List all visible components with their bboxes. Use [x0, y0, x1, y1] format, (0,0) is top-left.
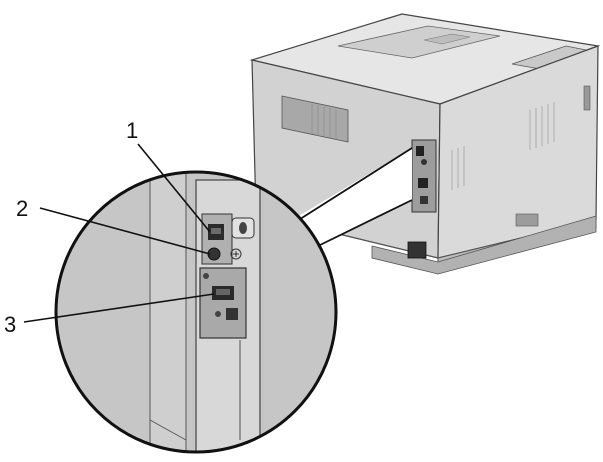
magnified-interface-panel — [199, 267, 247, 339]
zoom-wedge — [282, 147, 413, 248]
printer-base — [371, 215, 597, 275]
panel-screw-top — [203, 273, 209, 279]
power-inlet — [407, 241, 427, 259]
printer-body — [249, 13, 601, 275]
panel-screw-bottom — [215, 311, 221, 317]
rear-ethernet-port-small — [418, 178, 428, 188]
output-tray — [337, 25, 501, 59]
ground-symbol-icon — [230, 248, 242, 260]
rear-usb-port-small — [416, 146, 424, 156]
side-vent-lower — [451, 146, 465, 190]
callout-number-1: 1 — [126, 118, 138, 143]
output-tray-extension — [423, 33, 471, 45]
zoom-wedge-edge-upper — [285, 147, 413, 229]
security-slot — [239, 222, 247, 234]
callout-number-3: 3 — [4, 312, 16, 337]
side-handle — [583, 85, 591, 111]
callout-line-3 — [23, 293, 215, 323]
magnified-circle-outline — [54, 170, 338, 454]
callout-line-2 — [39, 207, 211, 255]
rear-vent-grille — [311, 104, 337, 140]
rear-round-port-small — [421, 159, 427, 165]
callouts: 1 2 3 — [4, 118, 215, 337]
rear-slot-small — [420, 196, 428, 204]
zoom-wedge-fill — [282, 148, 412, 248]
magnified-view — [54, 170, 338, 454]
magnified-cover-edge — [149, 172, 187, 452]
side-vent — [529, 102, 555, 150]
panel-square-port — [226, 308, 238, 320]
rear-cover-handle — [281, 95, 349, 143]
callout-number-2: 2 — [16, 196, 28, 221]
callout-line-1 — [137, 143, 211, 233]
printer-foot — [515, 213, 539, 227]
zoom-wedge-edge-lower — [317, 199, 413, 247]
